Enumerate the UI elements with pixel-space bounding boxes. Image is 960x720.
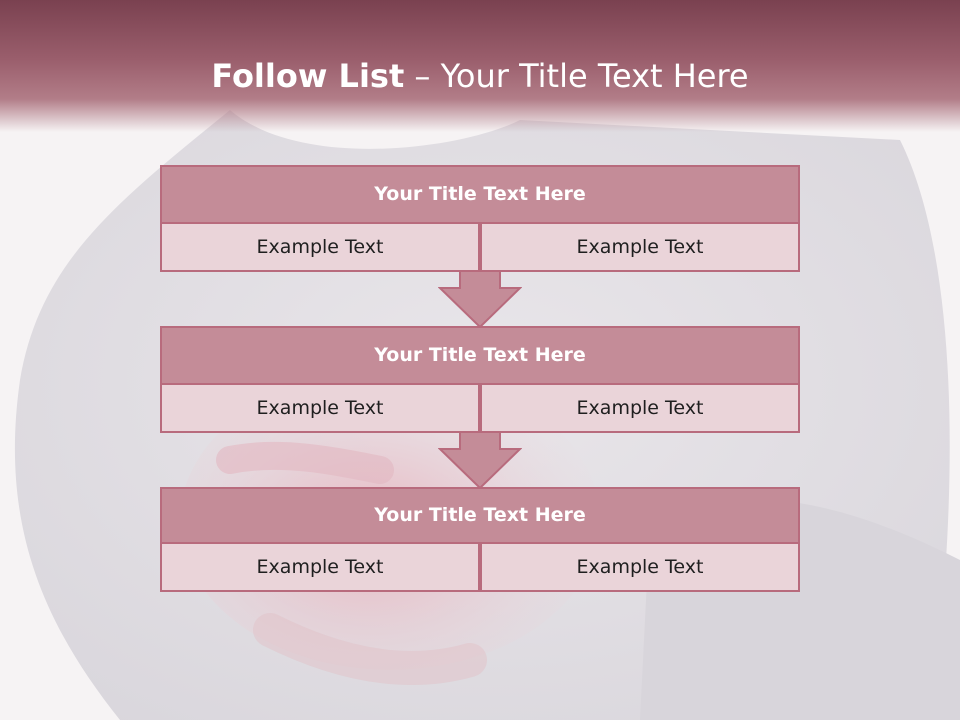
step-cell-left: Example Text <box>160 383 480 433</box>
step-block-1: Your Title Text Here Example Text Exampl… <box>160 165 800 272</box>
down-arrow-icon <box>438 431 522 490</box>
step-title: Your Title Text Here <box>160 326 800 385</box>
step-cell-right: Example Text <box>480 383 800 433</box>
down-arrow-icon <box>438 270 522 329</box>
title-bar <box>0 0 960 132</box>
slide-title-rest: – Your Title Text Here <box>404 57 749 95</box>
step-title: Your Title Text Here <box>160 487 800 544</box>
step-cell-right: Example Text <box>480 542 800 592</box>
step-cell-left: Example Text <box>160 542 480 592</box>
step-cell-left: Example Text <box>160 222 480 272</box>
step-block-3: Your Title Text Here Example Text Exampl… <box>160 487 800 592</box>
step-block-2: Your Title Text Here Example Text Exampl… <box>160 326 800 433</box>
step-title: Your Title Text Here <box>160 165 800 224</box>
slide-title-bold: Follow List <box>211 57 405 95</box>
step-cell-right: Example Text <box>480 222 800 272</box>
slide-title: Follow List – Your Title Text Here <box>0 52 960 100</box>
